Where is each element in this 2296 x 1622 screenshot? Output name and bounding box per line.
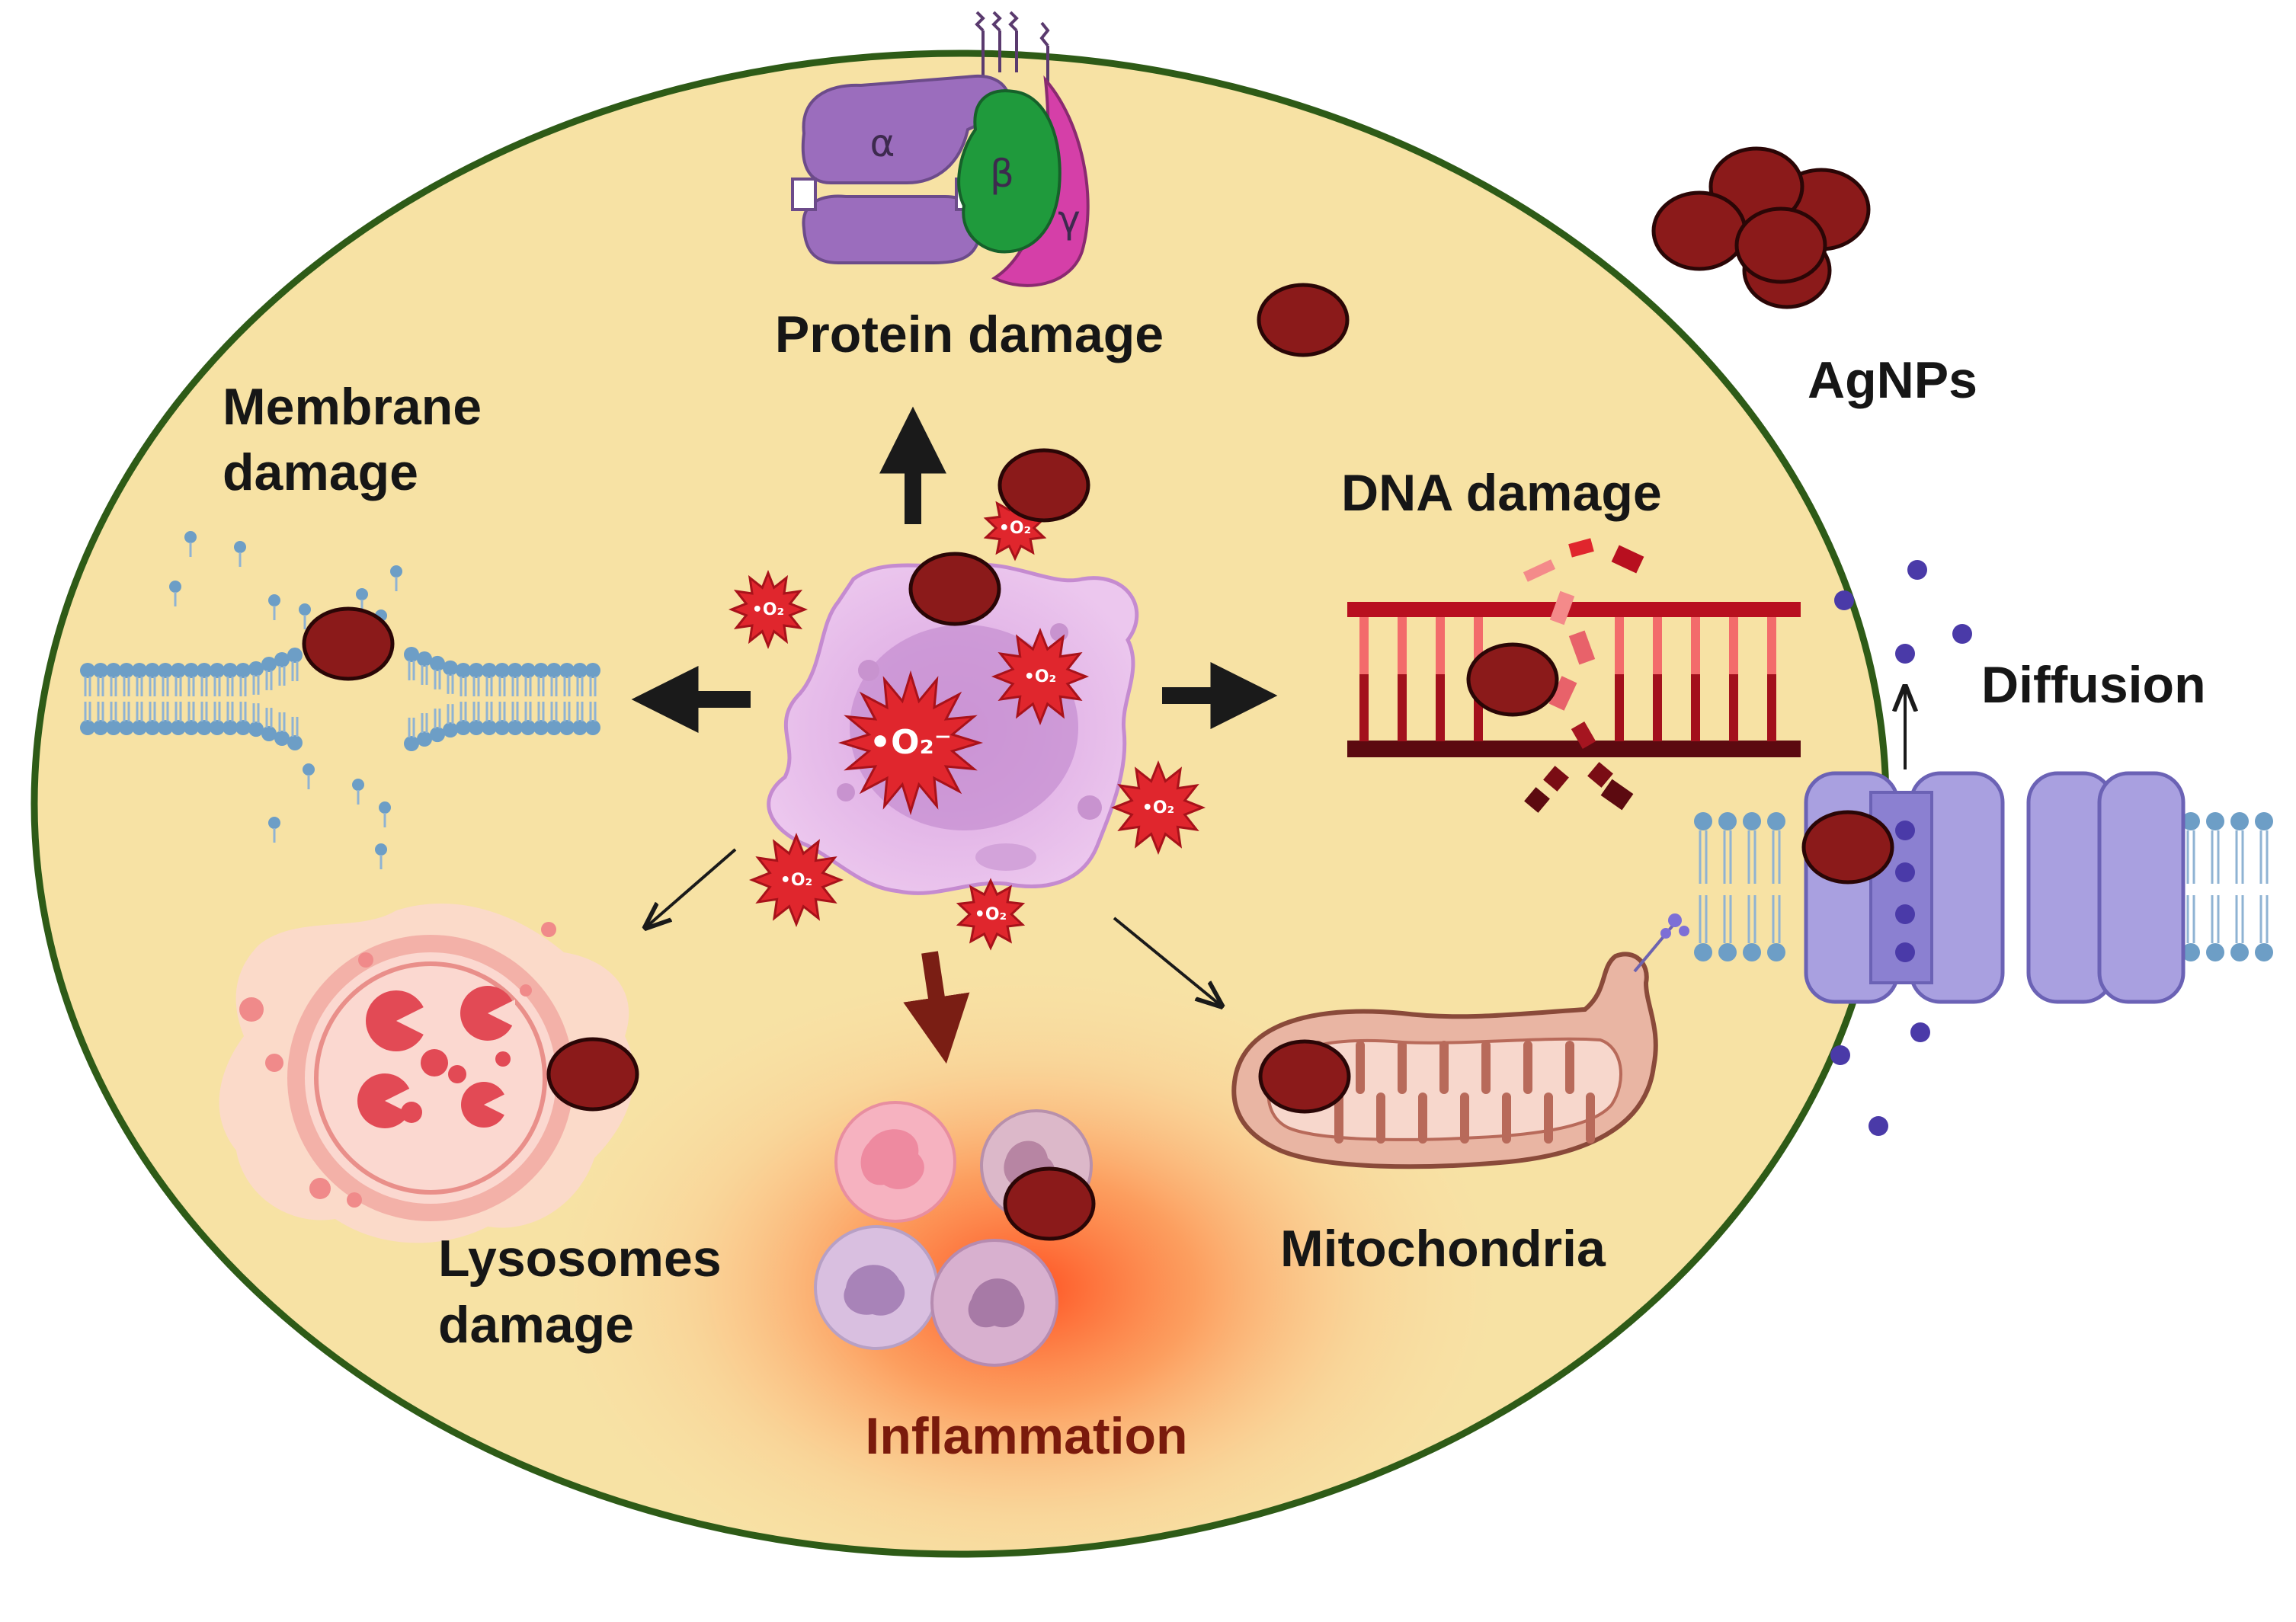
svg-text:•O₂: •O₂ xyxy=(1142,798,1174,817)
nanoparticle-icon xyxy=(1005,1169,1094,1239)
nanoparticle-icon xyxy=(1259,285,1347,355)
nanoparticle-icon xyxy=(911,554,999,624)
lysosomes-damage-label-line2: damage xyxy=(438,1296,634,1354)
svg-text:•O₂: •O₂ xyxy=(752,600,784,619)
transport-channel-2 xyxy=(2026,771,2186,1004)
beta-subunit xyxy=(957,89,1062,254)
dna-damage-label: DNA damage xyxy=(1341,464,1662,522)
protein-damage-label: Protein damage xyxy=(775,306,1164,363)
dna-break-fragments xyxy=(1523,538,1644,813)
agnps-label: AgNPs xyxy=(1808,351,1977,409)
membrane-channel-icon xyxy=(1694,560,2273,1136)
svg-text:•O₂: •O₂ xyxy=(780,871,812,890)
transport-channel-1 xyxy=(1804,771,2005,1004)
beta-label: β xyxy=(990,152,1014,196)
nanoparticle-icon xyxy=(304,609,392,679)
svg-text:•O₂: •O₂ xyxy=(1024,667,1056,686)
arrow-to-mitochondria xyxy=(1113,917,1219,1004)
diffusion-label: Diffusion xyxy=(1981,656,2206,714)
membrane-damage-label-line2: damage xyxy=(223,443,418,501)
inflammation-label: Inflammation xyxy=(865,1407,1187,1465)
nanoparticle-icon xyxy=(1000,450,1088,520)
ion-dots xyxy=(1830,560,1972,1136)
mitochondria-label: Mitochondria xyxy=(1280,1220,1606,1278)
ros-stars: •O₂⁻ •O₂ •O₂ •O₂ •O₂ •O₂ •O₂ xyxy=(728,494,1206,951)
ros-star-icon: •O₂ xyxy=(1110,760,1206,856)
ros-star-icon: •O₂ xyxy=(748,832,844,928)
pathway-arrows xyxy=(631,406,1905,1064)
svg-text:•O₂: •O₂ xyxy=(999,519,1031,538)
protein-complex-icon: α β γ xyxy=(791,11,1090,287)
nanoparticle-icon xyxy=(1468,645,1557,715)
ros-star-icon: •O₂ xyxy=(956,878,1026,951)
nanoparticle-icon xyxy=(1804,812,1892,882)
ros-star-icon: •O₂ xyxy=(991,627,1090,726)
agnp-cluster-icon xyxy=(1651,146,1871,309)
alpha-subunit-lower xyxy=(802,194,981,264)
arrow-to-lysosome xyxy=(648,848,737,926)
nanoparticle-icon xyxy=(549,1039,637,1109)
ros-star-icon: •O₂⁻ xyxy=(837,670,984,816)
nanoparticle-icon xyxy=(1260,1041,1349,1112)
svg-text:•O₂⁻: •O₂⁻ xyxy=(869,723,952,762)
lysosomes-damage-label-line1: Lysosomes xyxy=(438,1230,722,1288)
alpha-label: α xyxy=(870,121,895,165)
arrow-to-inflammation xyxy=(903,951,970,1064)
neutrophil-cells-icon xyxy=(814,1101,1093,1367)
mitochondrion-icon xyxy=(1231,913,1689,1169)
ros-star-icon: •O₂ xyxy=(728,569,809,650)
membrane-damage-label-line1: Membrane xyxy=(223,378,482,436)
svg-text:•O₂: •O₂ xyxy=(975,905,1007,924)
lysosome-icon xyxy=(219,904,635,1243)
gamma-label: γ xyxy=(1058,197,1081,242)
dna-double-helix-icon xyxy=(1347,538,1801,813)
